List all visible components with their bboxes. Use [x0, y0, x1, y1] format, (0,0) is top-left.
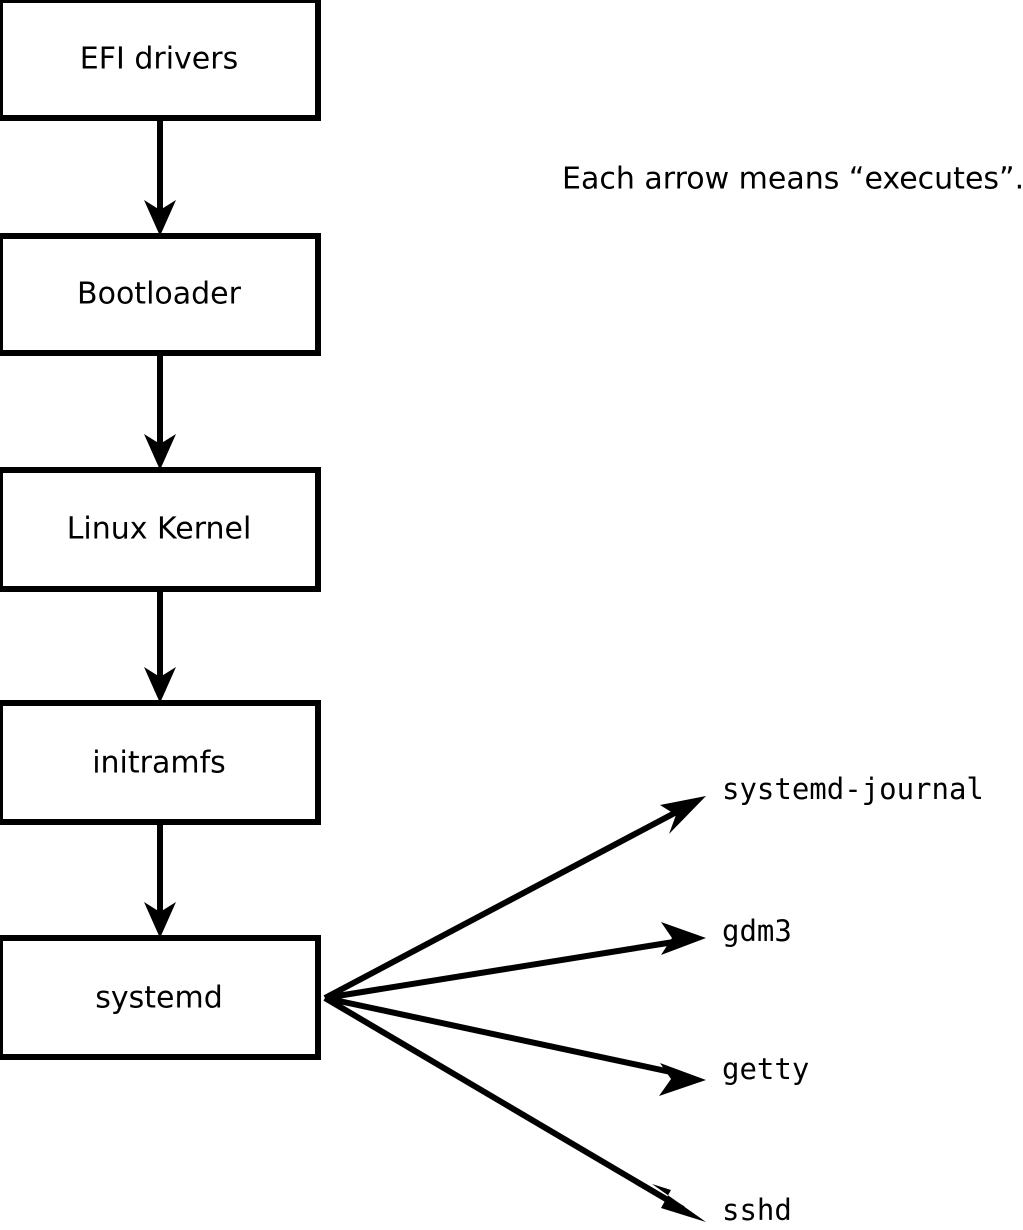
box-linux-kernel[interactable]: Linux Kernel: [0, 467, 321, 592]
arrow-bootloader-to-kernel-head: [144, 434, 176, 470]
box-bootloader-rect: [0, 233, 321, 356]
arrow-systemd-to-getty-line: [324, 995, 681, 1077]
box-initramfs-label: initramfs: [92, 746, 226, 781]
box-bootloader[interactable]: Bootloader: [0, 233, 321, 356]
chain-connectors: [144, 118, 176, 938]
box-initramfs[interactable]: initramfs: [0, 700, 321, 825]
arrow-systemd-to-journal-line: [323, 804, 688, 1001]
box-systemd[interactable]: systemd: [0, 935, 321, 1060]
arrow-systemd-to-sshd-line: [323, 995, 685, 1212]
box-efi-drivers[interactable]: EFI drivers: [0, 0, 321, 121]
box-efi-drivers-rect: [0, 0, 321, 121]
arrow-systemd-to-gdm3-line: [324, 938, 681, 1001]
arrow-systemd-to-gdm3-head: [661, 922, 706, 955]
diagram-caption: Each arrow means “executes”.: [562, 162, 1023, 197]
arrow-systemd-to-getty-head: [659, 1063, 706, 1096]
box-systemd-rect: [0, 935, 321, 1060]
arrow-kernel-to-initramfs-head: [144, 667, 176, 703]
box-initramfs-rect: [0, 700, 321, 825]
leaf-label-getty: getty: [722, 1052, 809, 1086]
leaf-label-gdm3: gdm3: [722, 914, 792, 948]
leaf-label-systemd-journal: systemd-journal: [722, 772, 984, 806]
arrow-systemd-to-journal-head: [660, 796, 706, 834]
box-linux-kernel-label: Linux Kernel: [67, 512, 252, 547]
box-efi-drivers-label: EFI drivers: [80, 42, 238, 77]
arrow-efi-to-bootloader-head: [144, 200, 176, 236]
systemd-fanout-arrows: [323, 796, 706, 1222]
arrow-systemd-to-sshd-head: [652, 1184, 706, 1222]
arrow-initramfs-to-systemd-head: [144, 902, 176, 938]
box-bootloader-label: Bootloader: [77, 277, 242, 312]
leaf-label-sshd: sshd: [722, 1193, 792, 1227]
box-linux-kernel-rect: [0, 467, 321, 592]
box-systemd-label: systemd: [95, 981, 223, 1016]
leaf-labels: systemd-journal gdm3 getty sshd: [722, 772, 984, 1227]
